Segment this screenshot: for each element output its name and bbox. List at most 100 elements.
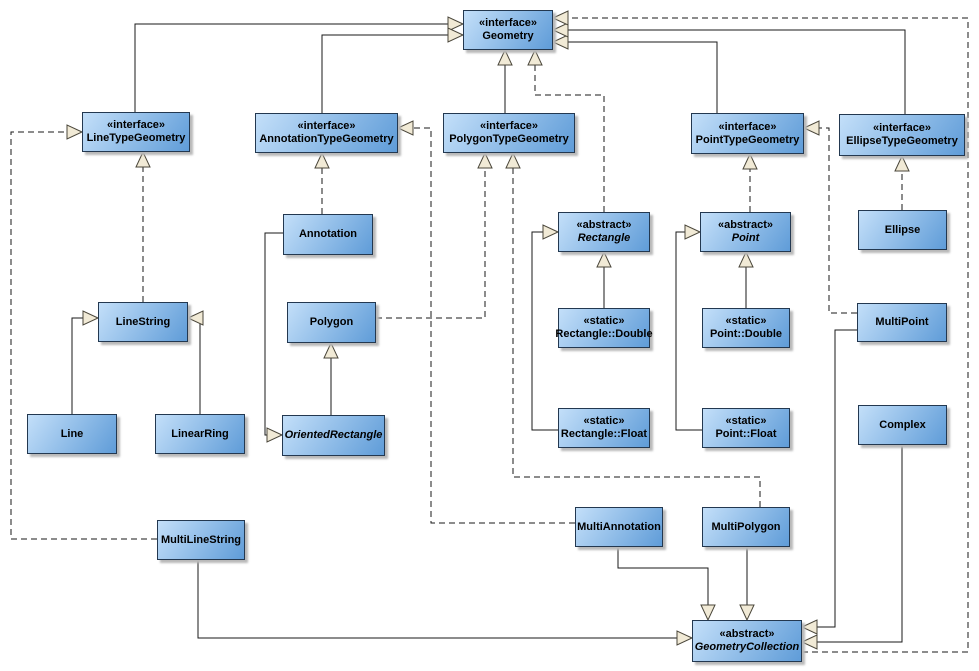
generalization-arrowhead-icon bbox=[700, 604, 716, 622]
class-name-label: LineTypeGeometry bbox=[86, 132, 186, 144]
class-box-oriented-rectangle[interactable]: OrientedRectangle bbox=[282, 415, 385, 456]
stereotype-label: «interface» bbox=[872, 122, 932, 134]
realization-arrowhead-icon bbox=[477, 151, 493, 169]
class-box-ellipse-type-geometry[interactable]: «interface»EllipseTypeGeometry bbox=[839, 114, 965, 156]
class-box-linestring[interactable]: LineString bbox=[98, 302, 188, 342]
realization-arrowhead-icon bbox=[135, 150, 151, 168]
generalization-arrowhead-icon bbox=[738, 250, 754, 268]
class-box-geometry[interactable]: «interface»Geometry bbox=[463, 10, 553, 50]
edge-multiannotation-to-geometry-collection bbox=[617, 547, 716, 622]
edge-ellipse-to-ellipse-type-geometry bbox=[894, 154, 910, 210]
class-name-label: Point::Float bbox=[715, 428, 777, 440]
class-name-label: AnnotationTypeGeometry bbox=[259, 133, 394, 145]
class-box-line[interactable]: Line bbox=[27, 414, 117, 454]
class-name-label: OrientedRectangle bbox=[284, 429, 383, 441]
edge-line-type-geometry-to-geometry bbox=[134, 16, 465, 112]
edge-oriented-rectangle-to-polygon bbox=[323, 341, 339, 415]
edge-annotation-to-annotation-type-geometry bbox=[314, 151, 330, 214]
edge-rectangle-double-to-rectangle bbox=[596, 250, 612, 308]
edge-multiannotation-to-annotation-type-geometry bbox=[396, 120, 575, 524]
edge-multilinestring-to-line-type-geometry bbox=[10, 124, 157, 540]
class-name-label: EllipseTypeGeometry bbox=[846, 135, 958, 147]
realization-arrowhead-icon bbox=[66, 124, 84, 140]
edge-annotation-to-oriented-rectangle bbox=[264, 232, 284, 443]
class-name-label: Line bbox=[60, 427, 84, 440]
edge-point-to-point-type-geometry bbox=[742, 152, 758, 212]
class-name-label: PolygonTypeGeometry bbox=[449, 133, 569, 145]
class-box-linearring[interactable]: LinearRing bbox=[155, 414, 245, 454]
class-box-geometry-collection[interactable]: «abstract»GeometryCollection bbox=[692, 620, 802, 662]
generalization-arrowhead-icon bbox=[447, 16, 465, 32]
realization-arrowhead-icon bbox=[894, 154, 910, 172]
class-name-label: Ellipse bbox=[884, 223, 921, 236]
class-name-label: PointTypeGeometry bbox=[695, 133, 800, 146]
stereotype-label: «static» bbox=[583, 415, 625, 427]
class-box-polygon[interactable]: Polygon bbox=[287, 302, 376, 343]
class-box-polygon-type-geometry[interactable]: «interface»PolygonTypeGeometry bbox=[443, 113, 575, 153]
class-box-annotation-type-geometry[interactable]: «interface»AnnotationTypeGeometry bbox=[255, 113, 398, 153]
class-box-rectangle[interactable]: «abstract»Rectangle bbox=[558, 212, 650, 252]
edge-multipoint-to-geometry-collection bbox=[800, 329, 857, 635]
edge-point-type-geometry-to-geometry bbox=[551, 34, 718, 113]
realization-arrowhead-icon bbox=[551, 10, 569, 26]
edge-rectangle-float-to-rectangle bbox=[531, 224, 560, 431]
class-box-complex[interactable]: Complex bbox=[858, 405, 947, 445]
stereotype-label: «interface» bbox=[718, 120, 777, 133]
generalization-arrowhead-icon bbox=[542, 224, 560, 240]
class-box-annotation[interactable]: Annotation bbox=[283, 214, 373, 255]
class-box-multilinestring[interactable]: MultiLineString bbox=[157, 520, 245, 560]
generalization-arrowhead-icon bbox=[800, 619, 818, 635]
class-name-label: MultiAnnotation bbox=[577, 520, 661, 533]
class-box-point-type-geometry[interactable]: «interface»PointTypeGeometry bbox=[691, 113, 804, 154]
generalization-arrowhead-icon bbox=[800, 634, 818, 650]
generalization-arrowhead-icon bbox=[266, 427, 284, 443]
class-box-rectangle-float[interactable]: «static»Rectangle::Float bbox=[558, 408, 650, 448]
class-name-label: Complex bbox=[879, 418, 926, 431]
edge-rectangle-to-geometry bbox=[527, 48, 605, 212]
edge-multipolygon-to-geometry-collection bbox=[739, 547, 755, 622]
generalization-arrowhead-icon bbox=[186, 310, 204, 326]
realization-arrowhead-icon bbox=[527, 48, 543, 66]
class-box-line-type-geometry[interactable]: «interface»LineTypeGeometry bbox=[82, 112, 190, 152]
class-name-label: MultiPolygon bbox=[711, 520, 781, 533]
stereotype-label: «interface» bbox=[479, 120, 539, 132]
class-box-point-double[interactable]: «static»Point::Double bbox=[702, 308, 790, 348]
class-box-point[interactable]: «abstract»Point bbox=[700, 212, 791, 252]
class-name-label: Rectangle bbox=[577, 232, 631, 244]
class-box-rectangle-double[interactable]: «static»Rectangle::Double bbox=[555, 308, 653, 348]
class-name-label: MultiPoint bbox=[875, 316, 929, 328]
edge-polygon-to-polygon-type-geometry bbox=[376, 151, 493, 319]
stereotype-label: «interface» bbox=[297, 120, 356, 132]
edge-multipolygon-to-polygon-type-geometry bbox=[505, 151, 761, 507]
class-box-multiannotation[interactable]: MultiAnnotation bbox=[575, 507, 663, 547]
stereotype-label: «interface» bbox=[478, 17, 538, 29]
generalization-arrowhead-icon bbox=[551, 34, 569, 50]
generalization-arrowhead-icon bbox=[551, 22, 569, 38]
realization-arrowhead-icon bbox=[742, 152, 758, 170]
realization-arrowhead-icon bbox=[314, 151, 330, 169]
generalization-arrowhead-icon bbox=[676, 630, 694, 646]
class-box-ellipse[interactable]: Ellipse bbox=[858, 210, 947, 250]
edge-geometry-collection-to-geometry bbox=[551, 10, 969, 653]
class-box-multipoint[interactable]: MultiPoint bbox=[857, 303, 947, 342]
class-name-label: Point bbox=[731, 232, 760, 244]
class-name-label: LineString bbox=[115, 315, 171, 328]
stereotype-label: «static» bbox=[725, 315, 767, 327]
class-name-label: GeometryCollection bbox=[694, 641, 800, 653]
edge-multilinestring-to-geometry-collection bbox=[197, 560, 694, 646]
generalization-arrowhead-icon bbox=[596, 250, 612, 268]
class-box-multipolygon[interactable]: MultiPolygon bbox=[702, 507, 790, 547]
realization-arrowhead-icon bbox=[505, 151, 521, 169]
class-name-label: Annotation bbox=[298, 228, 358, 240]
stereotype-label: «static» bbox=[725, 415, 767, 427]
class-name-label: Rectangle::Double bbox=[555, 328, 653, 340]
edge-linestring-to-line-type-geometry bbox=[135, 150, 151, 302]
generalization-arrowhead-icon bbox=[739, 604, 755, 622]
stereotype-label: «abstract» bbox=[717, 219, 774, 231]
stereotype-label: «abstract» bbox=[719, 628, 775, 640]
edge-point-double-to-point bbox=[738, 250, 754, 308]
edge-annotation-type-geometry-to-geometry bbox=[321, 27, 465, 113]
class-box-point-float[interactable]: «static»Point::Float bbox=[702, 408, 790, 448]
edge-point-float-to-point bbox=[675, 224, 702, 431]
